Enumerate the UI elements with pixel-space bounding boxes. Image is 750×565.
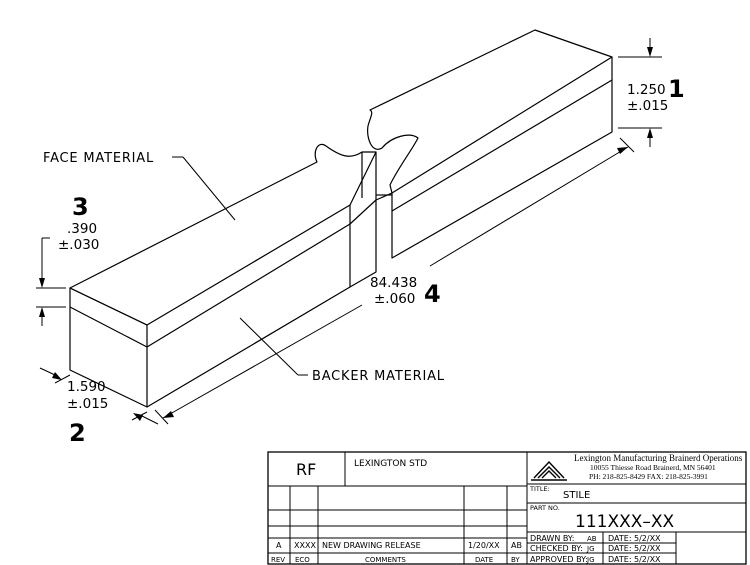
face-tolerance: ±.030 <box>58 237 99 253</box>
left-block <box>69 143 377 408</box>
rev-date: 1/20/XX <box>468 541 500 550</box>
checked-by-value: JG <box>586 545 595 553</box>
approved-date-label: DATE: <box>608 555 632 564</box>
backer-material-label: BACKER MATERIAL <box>312 369 445 384</box>
checked-by-label: CHECKED BY: <box>530 544 583 553</box>
drawn-date-label: DATE: <box>608 534 632 543</box>
thickness-tolerance: ±.015 <box>627 98 668 114</box>
header-date: DATE <box>475 556 493 564</box>
company-address: 10055 Thiesse Road Brainerd, MN 56401 <box>590 463 716 472</box>
thickness-arrow-top <box>647 47 653 57</box>
callout-1: 1 <box>668 75 685 103</box>
thickness-value: 1.250 <box>627 82 666 98</box>
title-block <box>267 451 747 565</box>
part-no-value: 111XXX–XX <box>575 512 675 532</box>
title-value: STILE <box>563 490 590 501</box>
callout-3: 3 <box>72 193 89 221</box>
width-arrow-right <box>133 413 143 421</box>
company-phone: PH: 218-825-8429 FAX: 218-825-3991 <box>589 472 708 481</box>
left-block-end-layer <box>349 199 377 225</box>
header-comments: COMMENTS <box>365 556 406 564</box>
left-block-end-face <box>349 152 377 288</box>
checked-date-value: 5/2/XX <box>634 544 661 553</box>
left-block-top-face <box>69 143 377 326</box>
thickness-arrow-bottom <box>647 128 653 138</box>
title-block-code: RF <box>296 460 316 479</box>
length-dimension-lines <box>154 137 635 425</box>
callout-2: 2 <box>69 419 86 447</box>
length-arrow-left <box>163 411 174 418</box>
right-block-top-face <box>367 29 613 194</box>
header-by: BY <box>511 556 520 564</box>
company-name: Lexington Manufacturing Brainerd Operati… <box>574 453 743 463</box>
width-arrow-left <box>52 372 62 380</box>
approved-date-value: 5/2/XX <box>634 555 661 564</box>
drawn-by-value: AB <box>587 535 597 543</box>
drawn-date-value: 5/2/XX <box>634 534 661 543</box>
left-block-layer-line-front <box>69 306 148 348</box>
drawn-by-label: DRAWN BY: <box>530 534 574 543</box>
width-tolerance: ±.015 <box>67 396 108 412</box>
rev-by: AB <box>511 541 522 550</box>
face-arrow-top <box>39 278 45 288</box>
left-block-layer-line-side <box>146 223 351 348</box>
company-logo <box>531 460 567 481</box>
right-block-layer-line <box>391 79 613 212</box>
length-value: 84.438 <box>370 275 417 291</box>
approved-by-label: APPROVED BY: <box>530 555 588 564</box>
checked-date-label: DATE: <box>608 544 632 553</box>
rev-value: A <box>276 541 282 550</box>
eco-value: XXXX <box>294 541 316 550</box>
face-material-label: FACE MATERIAL <box>43 151 154 166</box>
title-label: TITLE: <box>529 485 550 493</box>
header-rev: REV <box>271 556 285 564</box>
width-value: 1.590 <box>67 379 106 395</box>
rev-comment: NEW DRAWING RELEASE <box>322 541 421 550</box>
face-arrow-bottom <box>39 307 45 317</box>
right-block <box>367 29 613 259</box>
header-eco: ECO <box>295 556 310 564</box>
backer-material-leader <box>239 317 299 376</box>
right-block-front-face <box>391 57 613 259</box>
approved-by-value: JG <box>586 556 595 564</box>
length-tolerance: ±.060 <box>374 291 415 307</box>
left-block-bottom-edge <box>146 286 351 408</box>
callout-4: 4 <box>424 280 441 308</box>
part-no-label: PART NO. <box>530 504 560 512</box>
length-arrow-right <box>617 147 628 154</box>
face-value: .390 <box>67 221 97 237</box>
title-block-standard: LEXINGTON STD <box>354 459 427 469</box>
